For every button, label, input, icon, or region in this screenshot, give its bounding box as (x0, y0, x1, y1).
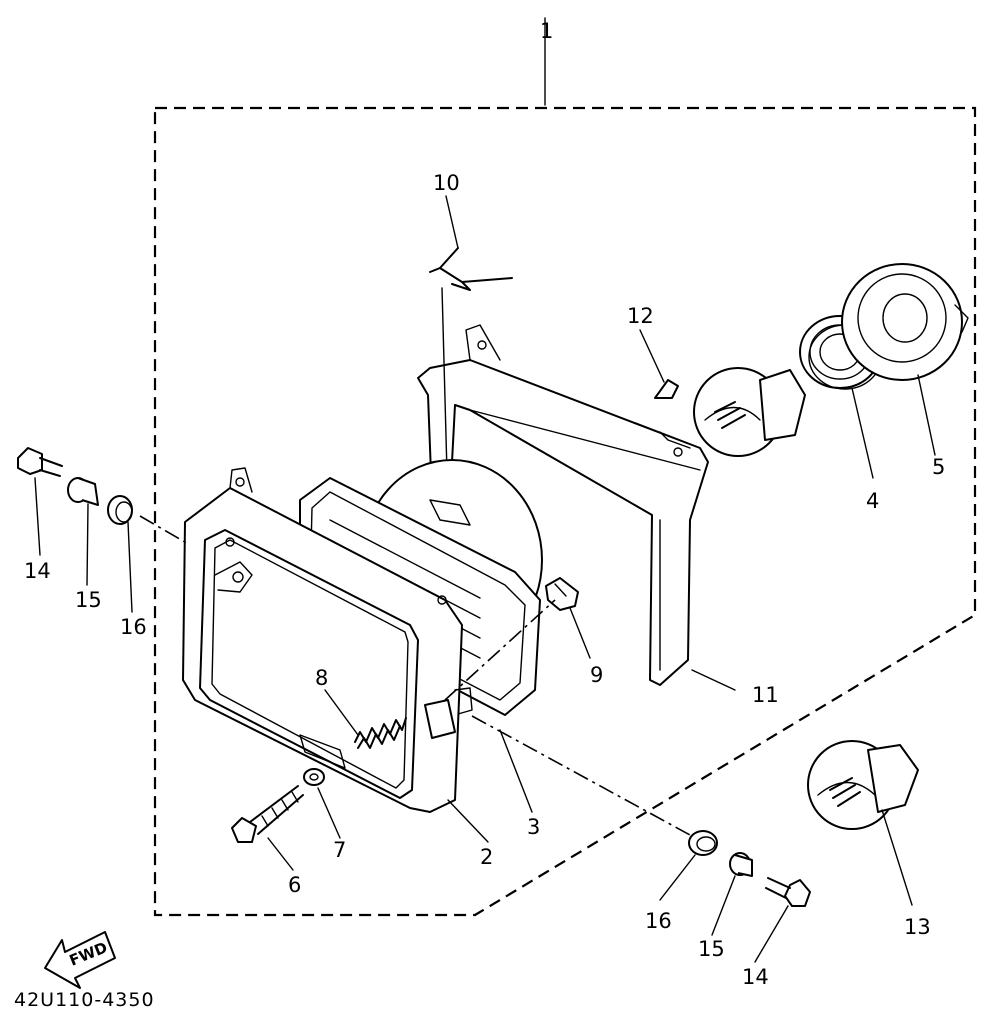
right-collar (729, 852, 753, 877)
adjusting-spring (354, 717, 407, 749)
headlight-bulb (693, 367, 806, 457)
adjusting-screw (231, 785, 304, 843)
callout-14-left: 14 (24, 559, 51, 583)
callout-labels: 1 10 12 5 4 9 11 8 3 2 7 6 14 15 16 16 1… (24, 19, 945, 989)
right-bolt (765, 877, 811, 907)
left-collar (67, 477, 99, 506)
callout-1: 1 (540, 19, 553, 43)
assembly-boundary (153, 17, 977, 917)
callout-13: 13 (904, 915, 931, 939)
forward-arrow: FWD (44, 931, 116, 989)
right-grommet (688, 830, 718, 856)
left-bolt (17, 447, 63, 477)
callout-11: 11 (752, 683, 779, 707)
callout-10: 10 (433, 171, 460, 195)
left-grommet (107, 495, 133, 525)
callout-16-right: 16 (645, 909, 672, 933)
callout-12: 12 (627, 304, 654, 328)
callout-8: 8 (315, 666, 328, 690)
callout-4: 4 (866, 489, 879, 513)
callout-5: 5 (932, 455, 945, 479)
callout-3: 3 (527, 815, 540, 839)
callout-7: 7 (333, 838, 346, 862)
callout-15-left: 15 (75, 588, 102, 612)
callout-9: 9 (590, 663, 603, 687)
callout-16-left: 16 (120, 615, 147, 639)
callout-6: 6 (288, 873, 301, 897)
socket-clip (654, 379, 679, 399)
clip-nut (545, 577, 579, 611)
nut (303, 768, 325, 786)
center-lines (139, 515, 691, 836)
diagram-code: 42U110-4350 (14, 989, 155, 1011)
dust-cover (841, 263, 969, 381)
auxiliary-bulb (807, 740, 919, 830)
callout-15-right: 15 (698, 937, 725, 961)
callout-2: 2 (480, 845, 493, 869)
callout-14-right: 14 (742, 965, 769, 989)
leader-lines (34, 195, 936, 963)
